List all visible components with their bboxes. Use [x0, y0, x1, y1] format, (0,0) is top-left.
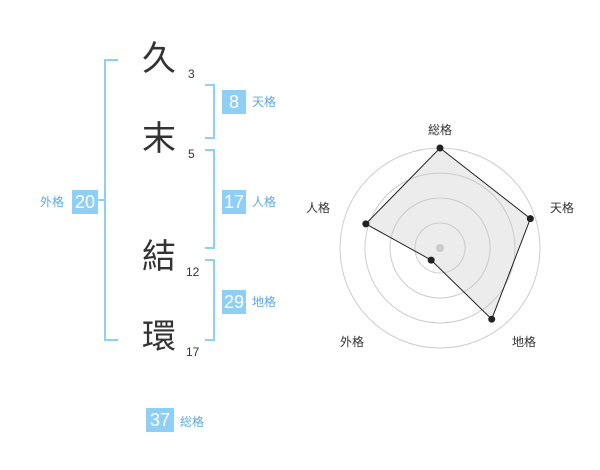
name-char-4: 環: [142, 317, 176, 357]
name-char-3: 結: [142, 237, 176, 277]
radar-label-jinkaku: 人格: [306, 201, 331, 215]
stroke-count-4: 17: [186, 345, 200, 359]
gaikaku-label: 外格: [40, 195, 65, 209]
soukaku-label: 総格: [180, 415, 205, 429]
radar-label-soukaku: 総格: [428, 123, 453, 137]
chikaku-bracket: [205, 259, 215, 341]
jinkaku-value: 17: [222, 190, 246, 214]
radar-point-4: [427, 256, 435, 264]
radar-center-dot: [436, 244, 444, 252]
jinkaku-label: 人格: [252, 195, 277, 209]
name-char-2: 末: [142, 119, 176, 159]
radar-label-tenkaku: 天格: [550, 201, 575, 215]
radar-ring: [389, 197, 491, 299]
stroke-count-2: 5: [188, 147, 195, 161]
tenkaku-bracket: [205, 84, 215, 139]
tenkaku-value: 8: [222, 90, 246, 114]
name-char-1: 久: [142, 39, 176, 79]
chikaku-value: 29: [222, 290, 246, 314]
gaikaku-value: 20: [72, 190, 98, 214]
radar-label-chikaku: 地格: [512, 335, 537, 349]
radar-point-5: [362, 220, 370, 228]
radar-series-polygon: [364, 147, 531, 321]
stroke-count-1: 3: [188, 67, 195, 81]
radar-point-1: [436, 144, 444, 152]
chikaku-label: 地格: [252, 295, 277, 309]
radar-point-2: [526, 215, 534, 223]
stroke-count-3: 12: [186, 265, 200, 279]
radar-label-gaikaku: 外格: [340, 335, 365, 349]
radar-ring: [414, 222, 466, 274]
jinkaku-bracket: [205, 149, 215, 249]
radar-point-3: [488, 315, 496, 323]
soukaku-value: 37: [146, 408, 174, 432]
radar-ring: [364, 172, 516, 324]
tenkaku-label: 天格: [252, 95, 277, 109]
